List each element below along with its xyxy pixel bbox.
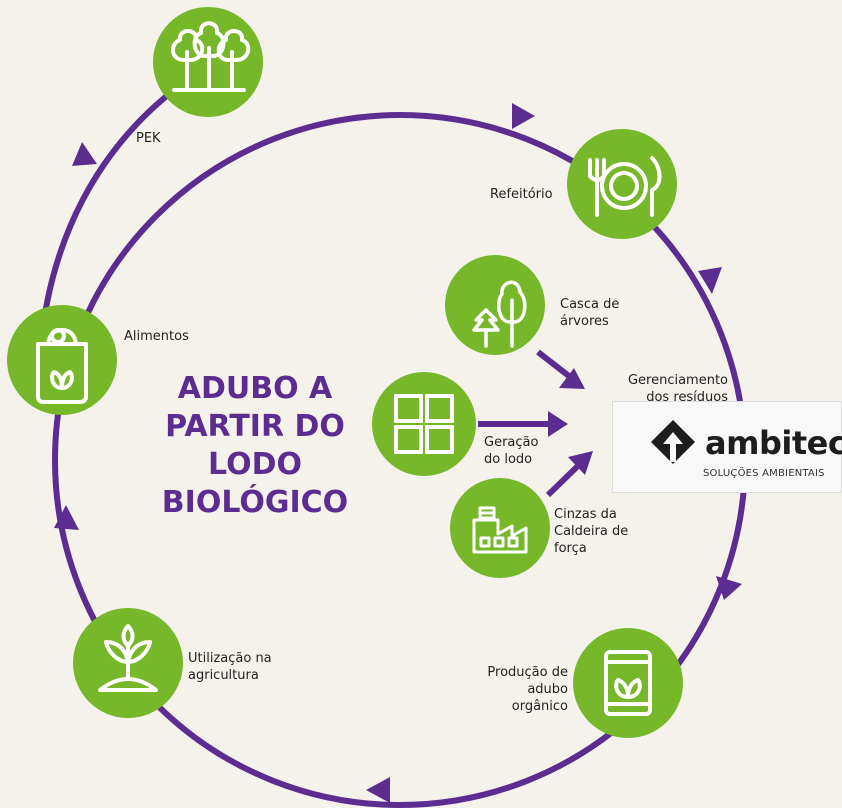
arrow-geracao-head (548, 411, 568, 437)
arrow-cinzas (545, 459, 585, 498)
ring-arrow (366, 777, 390, 803)
trees-icon (472, 280, 527, 348)
logo-name: ambitec (705, 424, 842, 462)
node-refeitorio (567, 129, 677, 239)
title-line: BIOLÓGICO (161, 485, 349, 520)
title-line: LODO (208, 447, 302, 482)
ambitec-mark-icon (651, 420, 695, 464)
node-producao (573, 628, 683, 738)
node-geracao (372, 372, 476, 476)
label-pek: PEK (136, 131, 161, 146)
node-cinzas (450, 478, 550, 578)
label-casca: Casca de árvores (560, 297, 620, 329)
label-refeitorio: Refeitório (490, 187, 553, 202)
arrow-casca-head (559, 368, 585, 389)
logo-tagline: SOLUÇÕES AMBIENTAIS (703, 468, 825, 479)
grocery-bag-icon (36, 328, 88, 404)
title-line: PARTIR DO (165, 409, 345, 444)
label-geracao: Geração do lodo (484, 435, 539, 467)
ring-arrow (716, 576, 742, 600)
node-utilizacao (73, 608, 183, 718)
forest-icon (171, 21, 251, 92)
ring-arrow (698, 267, 722, 294)
title-line: ADUBO A (177, 371, 333, 406)
label-alimentos: Alimentos (124, 329, 189, 344)
node-alimentos (7, 305, 117, 415)
ring-arrow (512, 103, 535, 129)
arrow-casca (536, 349, 576, 383)
node-casca (445, 255, 545, 355)
plate-cutlery-icon (588, 156, 662, 217)
fertilizer-bag-icon (604, 650, 652, 716)
tiles-icon (394, 394, 454, 454)
ring-arrow (72, 142, 97, 166)
diagram-title: ADUBO A PARTIR DO LODO BIOLÓGICO (140, 370, 370, 522)
arrow-cinzas-head (568, 451, 593, 475)
sprout-icon (98, 624, 158, 692)
node-pek (153, 7, 263, 117)
factory-icon (472, 506, 528, 554)
label-producao: Produção de adubo orgânico (487, 665, 568, 714)
ring-arrow (54, 505, 79, 530)
label-utilizacao: Utilização na agricultura (188, 651, 272, 683)
label-cinzas: Cinzas da Caldeira de força (554, 507, 629, 556)
ambitec-logo: ambitec SOLUÇÕES AMBIENTAIS (612, 401, 842, 493)
